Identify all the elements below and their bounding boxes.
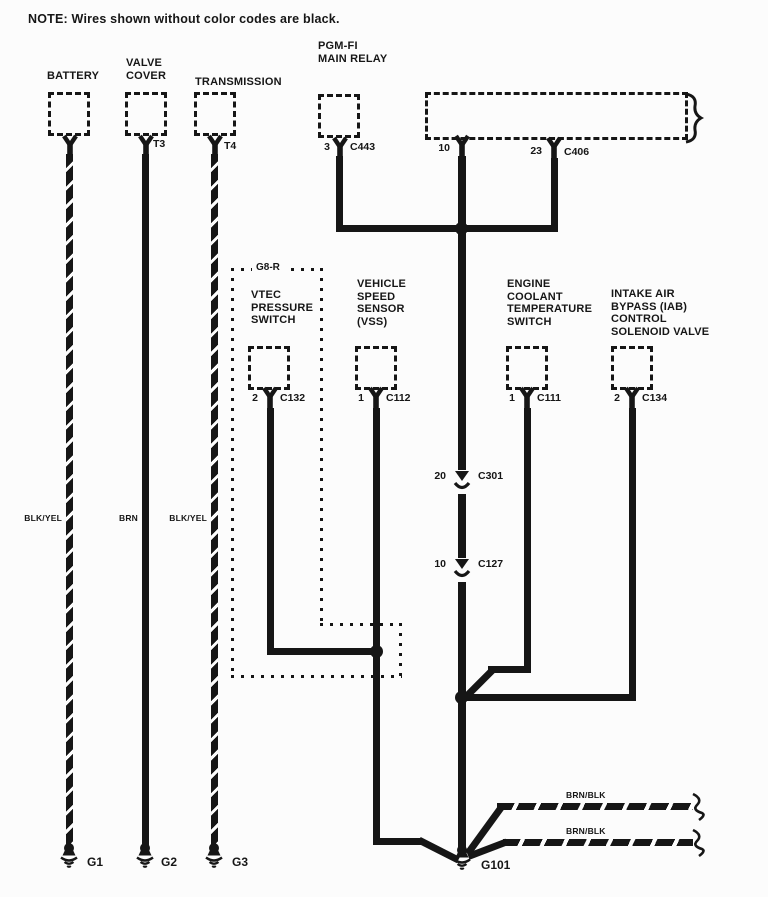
- c301-connector-label: C301: [478, 470, 504, 482]
- ect-connector-label: C111: [537, 392, 561, 404]
- vss-wire-vertical: [373, 408, 380, 845]
- inline-connector-c127-icon: [450, 556, 474, 584]
- pgm-fi-wire: [336, 156, 343, 232]
- ground-g1-icon: [59, 841, 79, 868]
- iab-pin-label: 2: [614, 392, 620, 404]
- diagram-note: NOTE: Wires shown without color codes ar…: [28, 12, 340, 26]
- branch-wire-1-color-label: BRN/BLK: [566, 790, 606, 800]
- vtec-connector-label: C132: [280, 392, 306, 404]
- ground-g3-label: G3: [232, 855, 249, 869]
- ect-switch-label: ENGINE COOLANT TEMPERATURE SWITCH: [507, 278, 593, 328]
- ect-pin-label: 1: [509, 392, 515, 404]
- ect-terminal-icon: [519, 388, 535, 410]
- transmission-label: TRANSMISSION: [195, 76, 282, 88]
- iab-wire-vertical: [629, 408, 636, 698]
- battery-box: [48, 92, 90, 136]
- iab-valve-label: INTAKE AIR BYPASS (IAB) CONTROL SOLENOID…: [611, 288, 710, 338]
- pgm-fi-pin-label: 3: [324, 141, 330, 153]
- valve-cover-terminal-label: T3: [153, 138, 166, 150]
- module-pin10-label: 10: [438, 142, 450, 154]
- vss-box: [355, 346, 397, 390]
- c127-connector-label: C127: [478, 558, 504, 570]
- valve-cover-wire-color-label: BRN: [118, 513, 138, 523]
- g8r-border-right-upper: [320, 268, 323, 626]
- vss-label: VEHICLE SPEED SENSOR (VSS): [357, 278, 407, 328]
- vtec-wire-vertical: [267, 408, 274, 655]
- module-pin23-terminal-icon: [546, 138, 562, 160]
- ground-g101-label: G101: [481, 858, 511, 872]
- transmission-ground-wire: [211, 154, 218, 846]
- valve-cover-ground-wire: [142, 154, 149, 846]
- c127-pin-label: 10: [434, 558, 446, 570]
- iab-terminal-icon: [624, 388, 640, 410]
- g8r-border-right-lower: [399, 623, 402, 678]
- branch-wire-2: [503, 839, 693, 846]
- pgm-fi-main-relay-box: [318, 94, 360, 138]
- g8r-border-step: [320, 623, 402, 626]
- main-ground-wire: [458, 156, 466, 850]
- ground-g2-icon: [135, 841, 155, 868]
- junction-dot-upper: [455, 222, 468, 235]
- junction-dot-lower: [455, 691, 468, 704]
- branch-wire-1-break-icon: [691, 792, 705, 822]
- valve-cover-box: [125, 92, 167, 136]
- pgm-fi-connector-label: C443: [350, 141, 376, 153]
- transmission-box: [194, 92, 236, 136]
- vtec-wire-horizontal: [267, 648, 379, 655]
- module-connector-label: C406: [564, 146, 590, 158]
- g8r-border-bottom: [231, 675, 402, 678]
- valve-cover-label: VALVE COVER: [126, 57, 167, 82]
- branch-wire-1: [497, 803, 693, 810]
- module-pin10-terminal-icon: [454, 136, 470, 158]
- vss-connector-label: C112: [386, 392, 411, 404]
- ground-g1-label: G1: [87, 855, 104, 869]
- iab-connector-label: C134: [642, 392, 668, 404]
- vtec-pin-label: 2: [252, 392, 258, 404]
- c301-pin-label: 20: [434, 470, 446, 482]
- ground-g3-icon: [204, 841, 224, 868]
- battery-wire-color-label: BLK/YEL: [24, 513, 62, 523]
- transmission-terminal-label: T4: [224, 140, 237, 152]
- vss-pin-label: 1: [358, 392, 364, 404]
- g8r-border-left: [231, 268, 234, 678]
- ground-g101-icon: [452, 843, 472, 870]
- inline-connector-c301-icon: [450, 468, 474, 496]
- relay-join-wire: [340, 225, 558, 232]
- vss-wire-elbow: [373, 838, 421, 845]
- branch-wire-2-break-icon: [691, 828, 705, 858]
- continuation-brace-icon: [684, 92, 703, 144]
- ect-wire-elbow: [488, 666, 531, 673]
- ground-g2-label: G2: [161, 855, 178, 869]
- branch-wire-2-color-label: BRN/BLK: [566, 826, 606, 836]
- iab-valve-box: [611, 346, 653, 390]
- vtec-pressure-switch-label: VTEC PRESSURE SWITCH: [251, 289, 314, 327]
- transmission-wire-color-label: BLK/YEL: [169, 513, 207, 523]
- g8r-group-label: G8-R: [252, 262, 284, 273]
- vss-terminal-icon: [368, 388, 384, 410]
- iab-wire-horizontal: [462, 694, 636, 701]
- unlabeled-module-box: [425, 92, 688, 140]
- ect-switch-box: [506, 346, 548, 390]
- module-pin23-label: 23: [530, 145, 542, 157]
- ect-wire-vertical: [524, 408, 531, 670]
- battery-label: BATTERY: [47, 70, 100, 82]
- vtec-terminal-icon: [262, 388, 278, 410]
- pgm-fi-main-relay-label: PGM-FI MAIN RELAY: [318, 40, 388, 65]
- battery-ground-wire: [66, 154, 73, 846]
- module-pin23-wire: [551, 158, 558, 232]
- vtec-pressure-switch-box: [248, 346, 290, 390]
